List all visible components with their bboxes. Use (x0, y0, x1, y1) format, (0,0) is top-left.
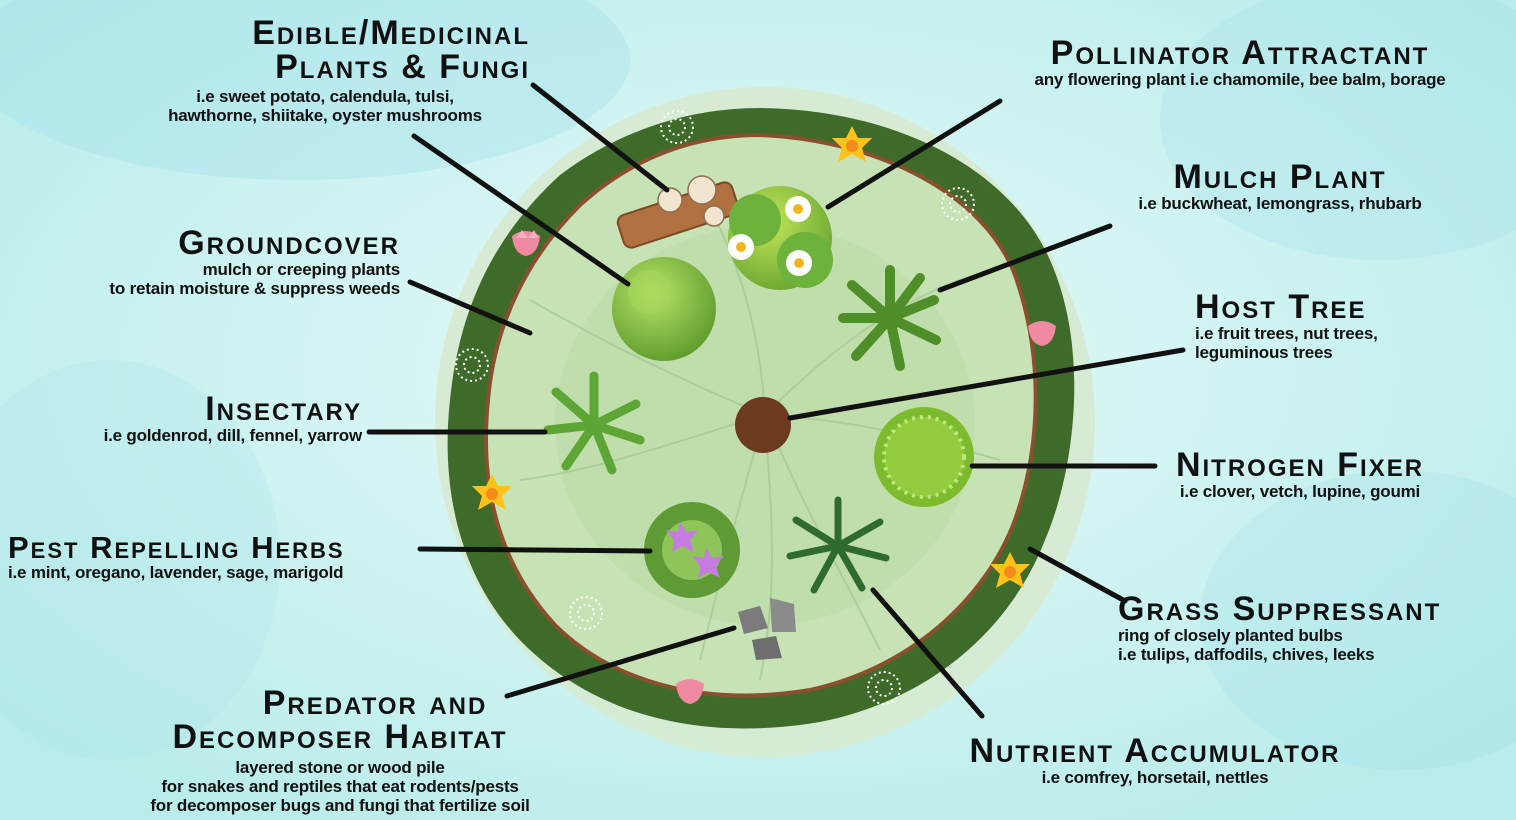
leader-pest (420, 549, 650, 551)
groundcover-desc-line1: mulch or creeping plants (20, 260, 400, 279)
groundcover-desc-line2: to retain moisture & suppress weeds (20, 279, 400, 298)
mulch-desc: i.e buckwheat, lemongrass, rhubarb (1090, 194, 1470, 213)
nitrogen-fixer-icon (874, 407, 974, 507)
host-desc-line2: leguminous trees (1195, 343, 1495, 362)
edible-shrub-icon (612, 257, 716, 361)
label-grass: Grass Suppressant ring of closely plante… (1118, 592, 1498, 664)
edible-title-line1: Edible/Medicinal (120, 16, 530, 50)
predator-desc-line2: for snakes and reptiles that eat rodents… (110, 777, 570, 796)
nitrogen-desc: i.e clover, vetch, lupine, goumi (1140, 482, 1460, 501)
nitrogen-title: Nitrogen Fixer (1140, 448, 1460, 482)
edible-title-line2: Plants & Fungi (120, 50, 530, 84)
host-title: Host Tree (1195, 290, 1495, 324)
label-groundcover: Groundcover mulch or creeping plants to … (20, 226, 400, 298)
host-desc-line1: i.e fruit trees, nut trees, (1195, 324, 1495, 343)
label-mulch: Mulch Plant i.e buckwheat, lemongrass, r… (1090, 160, 1470, 213)
predator-title-line1: Predator and (110, 686, 570, 720)
label-nutrient: Nutrient Accumulator i.e comfrey, horset… (950, 734, 1360, 787)
predator-title-line2: Decomposer Habitat (110, 720, 570, 754)
label-pest: Pest Repelling Herbs i.e mint, oregano, … (8, 532, 428, 582)
pest-repelling-herbs-icon (644, 502, 740, 598)
pollinator-desc: any flowering plant i.e chamomile, bee b… (978, 70, 1502, 89)
label-predator: Predator and Decomposer Habitat layered … (110, 686, 570, 815)
grass-desc-line2: i.e tulips, daffodils, chives, leeks (1118, 645, 1498, 664)
label-insectary: Insectary i.e goldenrod, dill, fennel, y… (20, 392, 362, 445)
grass-title: Grass Suppressant (1118, 592, 1498, 626)
label-edible: Edible/Medicinal Plants & Fungi (120, 16, 530, 84)
label-edible-desc: i.e sweet potato, calendula, tulsi, hawt… (120, 87, 530, 125)
nutrient-desc: i.e comfrey, horsetail, nettles (950, 768, 1360, 787)
host-tree-icon (735, 397, 791, 453)
grass-desc-line1: ring of closely planted bulbs (1118, 626, 1498, 645)
mulch-title: Mulch Plant (1090, 160, 1470, 194)
insectary-desc: i.e goldenrod, dill, fennel, yarrow (20, 426, 362, 445)
pollinator-title: Pollinator Attractant (978, 36, 1502, 70)
pest-title: Pest Repelling Herbs (8, 532, 428, 563)
label-nitrogen: Nitrogen Fixer i.e clover, vetch, lupine… (1140, 448, 1460, 501)
groundcover-title: Groundcover (20, 226, 400, 260)
nutrient-title: Nutrient Accumulator (950, 734, 1360, 768)
insectary-title: Insectary (20, 392, 362, 426)
label-pollinator: Pollinator Attractant any flowering plan… (978, 36, 1502, 89)
pest-desc: i.e mint, oregano, lavender, sage, marig… (8, 563, 428, 582)
edible-desc-line1: i.e sweet potato, calendula, tulsi, (120, 87, 530, 106)
predator-desc-line3: for decomposer bugs and fungi that ferti… (110, 796, 570, 815)
predator-desc-line1: layered stone or wood pile (110, 758, 570, 777)
edible-desc-line2: hawthorne, shiitake, oyster mushrooms (120, 106, 530, 125)
label-host: Host Tree i.e fruit trees, nut trees, le… (1195, 290, 1495, 362)
